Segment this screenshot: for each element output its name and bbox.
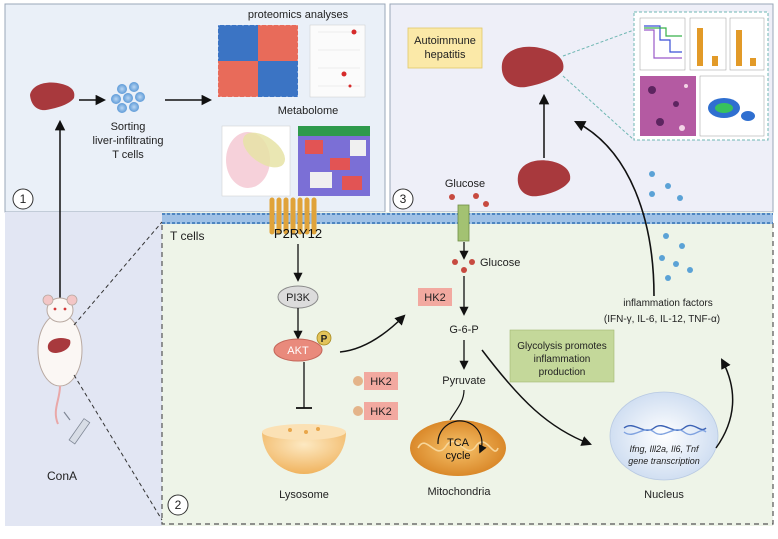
nucleus-label: Nucleus — [644, 489, 684, 501]
panel-one-number: 1 — [12, 188, 34, 210]
t-cells-label: T cells — [170, 229, 204, 243]
glucose-molecules-outside — [449, 193, 489, 207]
gene-list-label: Ifng, Ill2a, Il6, Tnf — [629, 444, 700, 454]
metabolome-pca-plot — [221, 125, 291, 197]
svg-text:1: 1 — [20, 192, 27, 206]
tca-label-line-1: TCA — [447, 437, 470, 449]
gene-transcription-label: gene transcription — [628, 456, 700, 466]
metabolome-label: Metabolome — [278, 105, 339, 117]
cona-label: ConA — [47, 469, 77, 483]
svg-text:HK2: HK2 — [370, 406, 391, 418]
svg-text:HK2: HK2 — [424, 292, 445, 304]
inflammation-list: (IFN-γ, IL-6, IL-12, TNF-α) — [604, 314, 720, 325]
mitochondria-icon — [410, 420, 506, 476]
glycolysis-note: Glycolysis promotes inflammation product… — [509, 329, 615, 383]
hk2-box-lysosome-1: HK2 — [353, 372, 398, 390]
glucose-molecules-inside — [452, 259, 475, 273]
svg-text:AKT: AKT — [287, 345, 309, 357]
bar-chart-one — [689, 17, 727, 71]
liver-icon-transition — [517, 160, 571, 197]
cell-box — [162, 212, 773, 526]
panel-three-number: 3 — [392, 188, 414, 210]
svg-text:HK2: HK2 — [370, 376, 391, 388]
arrow-factors-to-hepatitis — [574, 120, 655, 297]
sorting-label-line-1: Sorting — [111, 121, 146, 133]
glucose-inside-label: Glucose — [480, 257, 520, 269]
zoom-line-bottom — [562, 75, 635, 141]
zoom-line-mouse-bottom — [73, 374, 163, 521]
hk2-box-glycolysis: HK2 — [418, 288, 452, 306]
flow-cytometry-plot — [699, 75, 765, 137]
proteomics-bubble-plot — [309, 24, 366, 98]
glucose-outside-label: Glucose — [445, 178, 485, 190]
proteomics-label: proteomics analyses — [248, 9, 349, 21]
metabolome-heatmap — [298, 126, 370, 196]
svg-text:PI3K: PI3K — [286, 292, 311, 304]
lysosome-label: Lysosome — [279, 489, 329, 501]
inflammation-title: inflammation factors — [623, 298, 712, 309]
akt-node: AKT — [273, 338, 323, 362]
panel-two-number: 2 — [167, 494, 189, 516]
survival-curve-chart — [639, 17, 686, 71]
pi3k-node: PI3K — [277, 285, 319, 309]
svg-text:production: production — [539, 367, 586, 378]
hk2-box-lysosome-2: HK2 — [353, 402, 398, 420]
nucleus-icon — [609, 391, 719, 481]
histology-image — [640, 76, 696, 136]
arrow-akt-to-hk2 — [339, 314, 406, 353]
g6p-label: G-6-P — [449, 324, 478, 336]
cytokine-dots — [649, 171, 693, 281]
zoom-line-mouse-top — [73, 221, 163, 326]
p2ry12-label: P2RY12 — [274, 226, 322, 241]
svg-text:Autoimmune: Autoimmune — [414, 35, 476, 47]
lysosome-icon — [262, 424, 346, 474]
tca-cycle-arrow — [437, 420, 487, 454]
mitochondria-label: Mitochondria — [428, 486, 492, 498]
sorting-label-line-2: liver-infiltrating — [93, 135, 164, 147]
t-cell-border — [161, 221, 774, 525]
mouse-icon — [37, 294, 83, 425]
liver-icon-panel1 — [30, 82, 75, 111]
p2ry12-receptor-icon — [269, 197, 317, 235]
svg-text:Glycolysis promotes: Glycolysis promotes — [517, 341, 606, 352]
tca-label-line-2: cycle — [445, 450, 470, 462]
arrow-nucleus-to-factors — [715, 358, 734, 449]
panel-left-box — [5, 212, 162, 526]
pyruvate-label: Pyruvate — [442, 375, 485, 387]
svg-text:inflammation: inflammation — [534, 354, 591, 365]
sorting-label-line-3: T cells — [112, 149, 144, 161]
syringe-icon — [63, 411, 91, 445]
bar-chart-two — [729, 17, 765, 71]
phospho-badge: P — [316, 330, 332, 346]
liver-icon-autoimmune — [501, 46, 564, 88]
arrow-pyruvate-to-tca — [449, 389, 465, 421]
svg-text:2: 2 — [175, 498, 182, 512]
arrow-glycolysis-to-nucleus — [481, 349, 592, 446]
svg-text:3: 3 — [400, 192, 407, 206]
t-cell-cluster-icon — [111, 82, 145, 113]
autoimmune-note: Autoimmune hepatitis — [407, 27, 483, 69]
svg-text:P: P — [321, 334, 328, 345]
proteomics-heatmap — [217, 24, 299, 98]
glucose-transporter-icon — [457, 204, 470, 242]
svg-text:hepatitis: hepatitis — [425, 49, 466, 61]
zoom-line-top — [562, 29, 635, 57]
